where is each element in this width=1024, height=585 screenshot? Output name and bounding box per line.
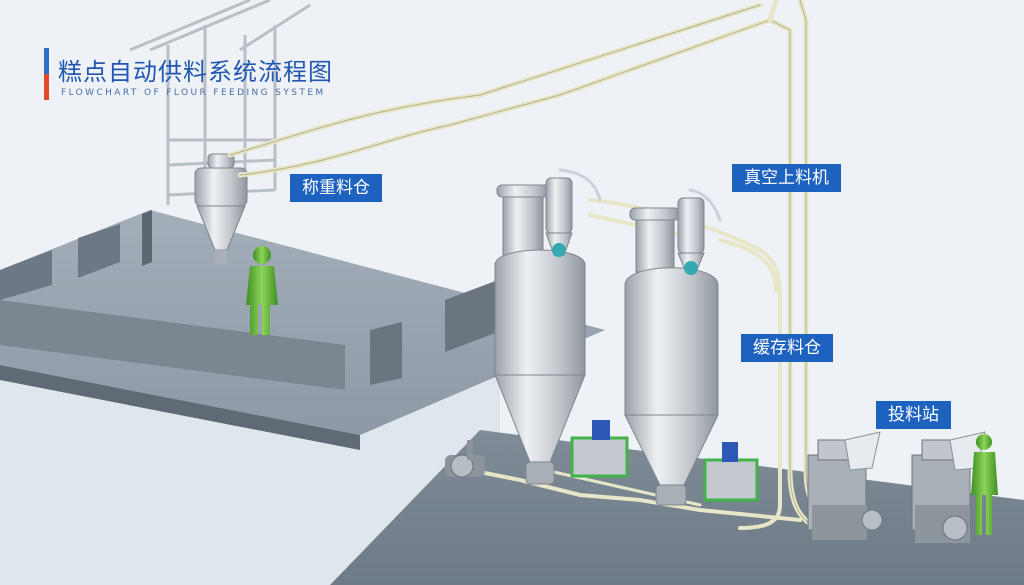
weighing-bin-frame: [129, 0, 311, 205]
page-subtitle: FLOWCHART OF FLOUR FEEDING SYSTEM: [61, 88, 326, 98]
page-title: 糕点自动供料系统流程图: [58, 58, 333, 86]
roots-blower: [445, 440, 485, 478]
worker-station: [971, 434, 998, 535]
weighing-bin: [194, 153, 248, 264]
control-cabinet-1: [570, 420, 629, 478]
label-vacuum-loader: 真空上料机: [732, 164, 841, 192]
label-feeding-station: 投料站: [876, 401, 951, 429]
title-accent-bar: [44, 48, 49, 100]
buffer-bin-1: [494, 177, 586, 485]
feeding-station-2: [911, 431, 986, 543]
worker-upper: [246, 246, 278, 335]
buffer-bin-2: [624, 197, 719, 506]
feeding-station-1: [807, 431, 883, 540]
label-weighing-bin: 称重料仓: [290, 174, 382, 202]
control-cabinet-2: [703, 442, 759, 502]
label-buffer-bin: 缓存料仓: [741, 334, 833, 362]
